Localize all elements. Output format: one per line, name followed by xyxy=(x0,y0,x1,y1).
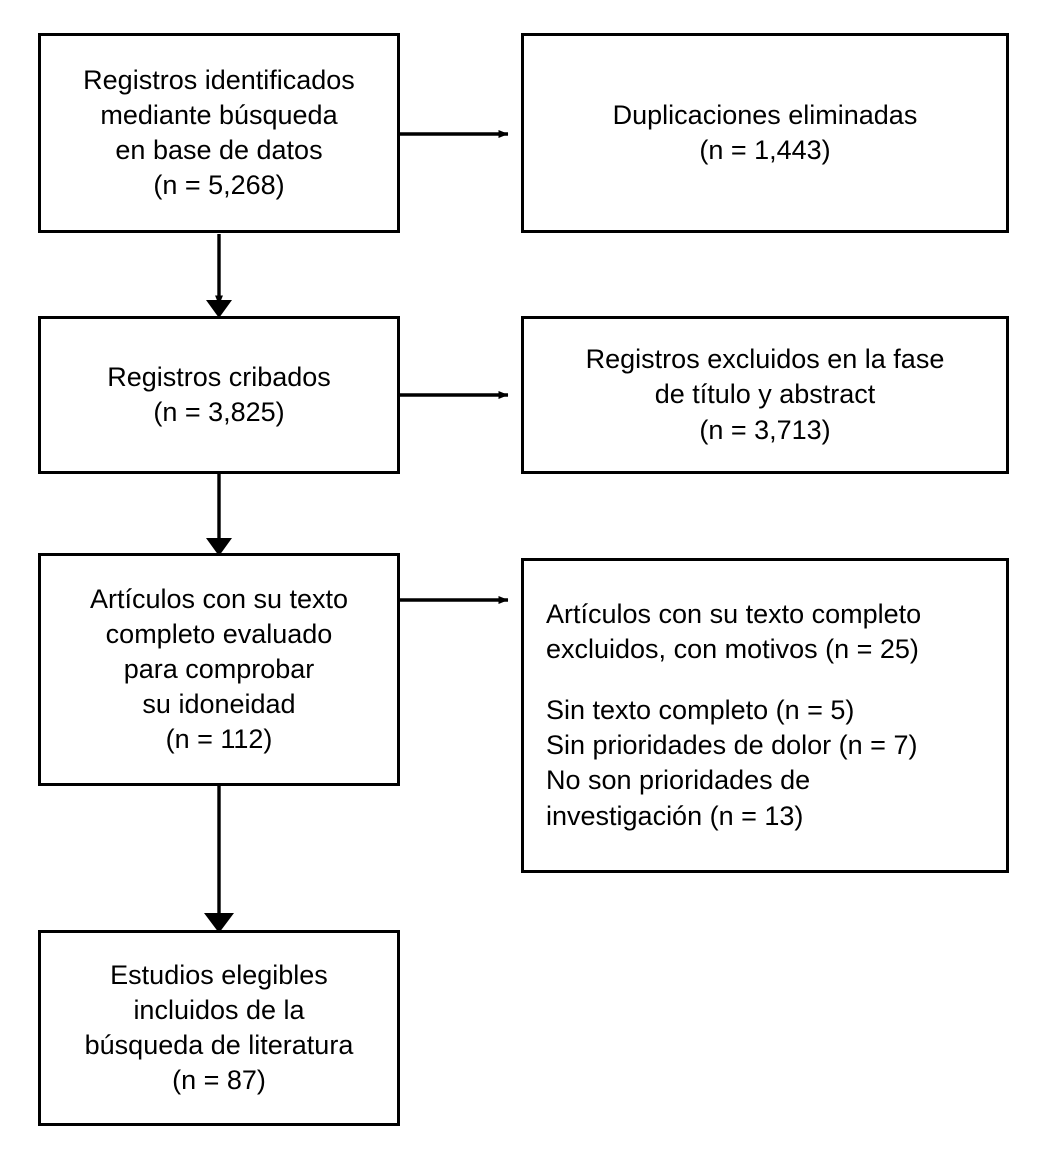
box-line: investigación (n = 13) xyxy=(546,800,804,831)
box-line: (n = 1,443) xyxy=(699,135,831,165)
box-line: en base de datos xyxy=(115,135,323,165)
box-line: (n = 112) xyxy=(165,724,273,755)
records-identified-box: Registros identificados mediante búsqued… xyxy=(38,33,400,233)
box-line: Registros excluidos en la fase xyxy=(585,344,945,375)
box-line: para comprobar xyxy=(123,653,315,684)
box-line: su idoneidad xyxy=(142,689,296,720)
box-line: Sin prioridades de dolor (n = 7) xyxy=(546,730,918,761)
box-line: (n = 3,825) xyxy=(153,397,285,427)
arrow-screened-to-fulltext xyxy=(206,474,232,556)
box-line: Estudios elegibles xyxy=(110,959,328,990)
box-line: (n = 87) xyxy=(172,1065,266,1096)
box-line: Duplicaciones eliminadas xyxy=(612,99,918,130)
box-line: Registros identificados xyxy=(83,64,355,95)
box-line: de título y abstract xyxy=(654,379,876,410)
box-line: mediante búsqueda xyxy=(100,99,338,130)
box-line: No son prioridades de xyxy=(546,765,811,796)
arrow-fulltext-to-included xyxy=(204,786,234,933)
records-excluded-title-abstract-box: Registros excluidos en la fase de título… xyxy=(521,316,1009,474)
box-line: (n = 3,713) xyxy=(699,414,831,445)
records-screened-box: Registros cribados (n = 3,825) xyxy=(38,316,400,474)
box-line: excluidos, con motivos (n = 25) xyxy=(546,634,919,665)
fulltext-excluded-reasons-box: Artículos con su texto completo excluido… xyxy=(521,558,1009,873)
duplicates-removed-box: Duplicaciones eliminadas (n = 1,443) xyxy=(521,33,1009,233)
arrow-identified-to-screened xyxy=(206,234,232,318)
box-line: Artículos con su texto completo xyxy=(546,599,922,630)
box-line: (n = 5,268) xyxy=(153,170,285,201)
box-line: incluidos de la xyxy=(133,994,305,1025)
box-line: Registros cribados xyxy=(107,361,331,392)
box-line: Sin texto completo (n = 5) xyxy=(546,695,855,726)
box-line: búsqueda de literatura xyxy=(84,1030,354,1060)
box-line: completo evaluado xyxy=(105,618,333,649)
box-line: Artículos con su texto xyxy=(89,583,349,614)
studies-included-box: Estudios elegibles incluidos de la búsqu… xyxy=(38,930,400,1126)
fulltext-assessed-box: Artículos con su texto completo evaluado… xyxy=(38,553,400,786)
